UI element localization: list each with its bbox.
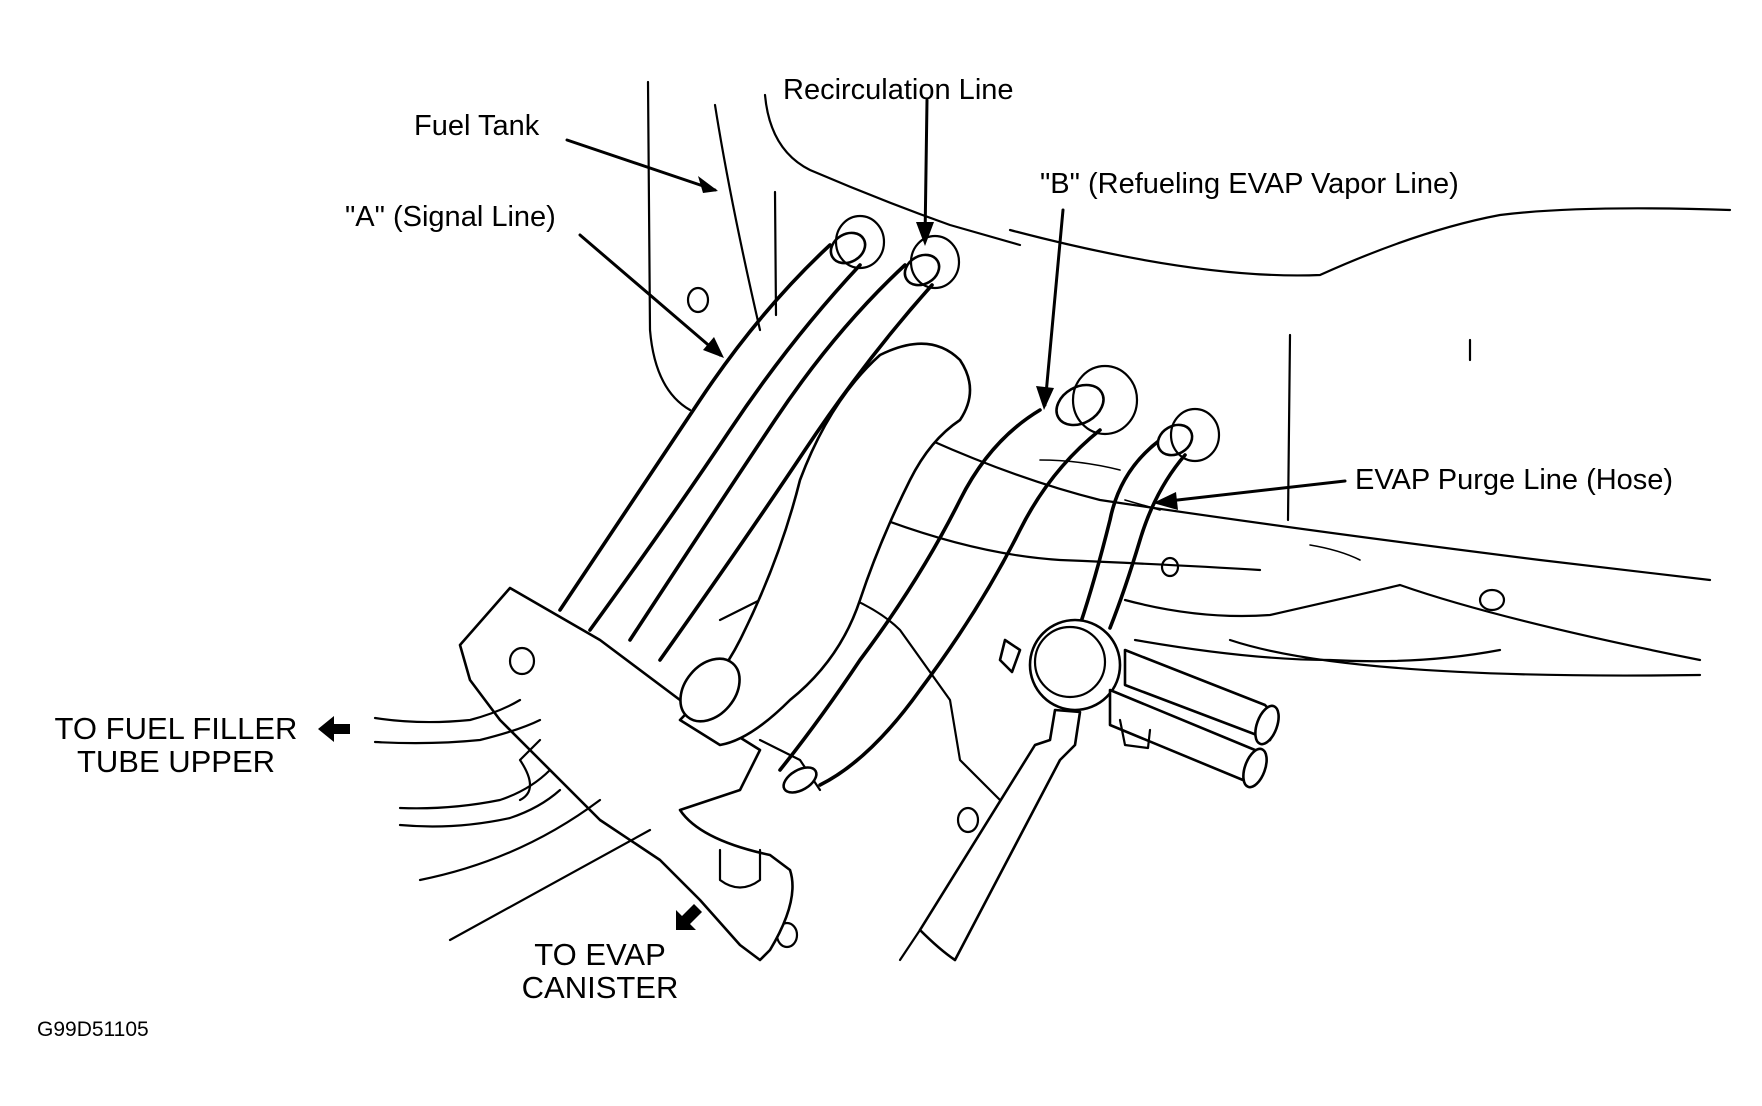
- arrowhead-fuel-tank: [698, 176, 718, 193]
- filler-neck: [678, 342, 972, 747]
- to-evap-canister-line2: CANISTER: [521, 970, 679, 1005]
- to-evap-canister-label: TO EVAP CANISTER: [510, 938, 690, 1004]
- vehicle-frame-lines: [646, 80, 1732, 949]
- leader-refueling-line: [1043, 208, 1065, 407]
- signal-line-label: "A" (Signal Line): [345, 201, 556, 233]
- signal-line-hose: [558, 214, 886, 632]
- arrowhead-signal-line: [703, 337, 724, 358]
- arrowhead-recirculation: [916, 222, 934, 246]
- leader-recirculation: [923, 98, 929, 242]
- leader-signal-line: [578, 233, 722, 357]
- arrowhead-refueling-line: [1036, 386, 1054, 410]
- fuel-tank-label: Fuel Tank: [414, 110, 540, 142]
- to-fuel-filler-line1: TO FUEL FILLER: [54, 711, 298, 746]
- recirculation-line-hose: [628, 234, 961, 662]
- lower-tubes: [373, 698, 762, 942]
- left-arrow-icon: [318, 716, 350, 742]
- evap-purge-line-label: EVAP Purge Line (Hose): [1355, 464, 1674, 496]
- to-fuel-filler-line2: TUBE UPPER: [76, 744, 276, 779]
- recirculation-line-label: Recirculation Line: [783, 74, 1014, 106]
- to-fuel-filler-label: TO FUEL FILLER TUBE UPPER: [38, 712, 314, 778]
- refueling-vapor-line-label: "B" (Refueling EVAP Vapor Line): [1040, 168, 1459, 200]
- to-evap-canister-line1: TO EVAP: [534, 937, 666, 972]
- hose-bracket: [458, 578, 1002, 962]
- evap-purge-hose: [1078, 407, 1221, 630]
- refueling-vapor-line-hose: [778, 364, 1139, 794]
- arrowhead-purge-line: [1153, 492, 1178, 510]
- valve-assembly: [898, 618, 1280, 962]
- leader-fuel-tank: [565, 138, 717, 192]
- down-left-arrow-icon: [676, 904, 702, 930]
- figure-id: G99D51105: [37, 1018, 149, 1041]
- callout-leaders: [565, 98, 1347, 510]
- leader-purge-line: [1158, 479, 1347, 504]
